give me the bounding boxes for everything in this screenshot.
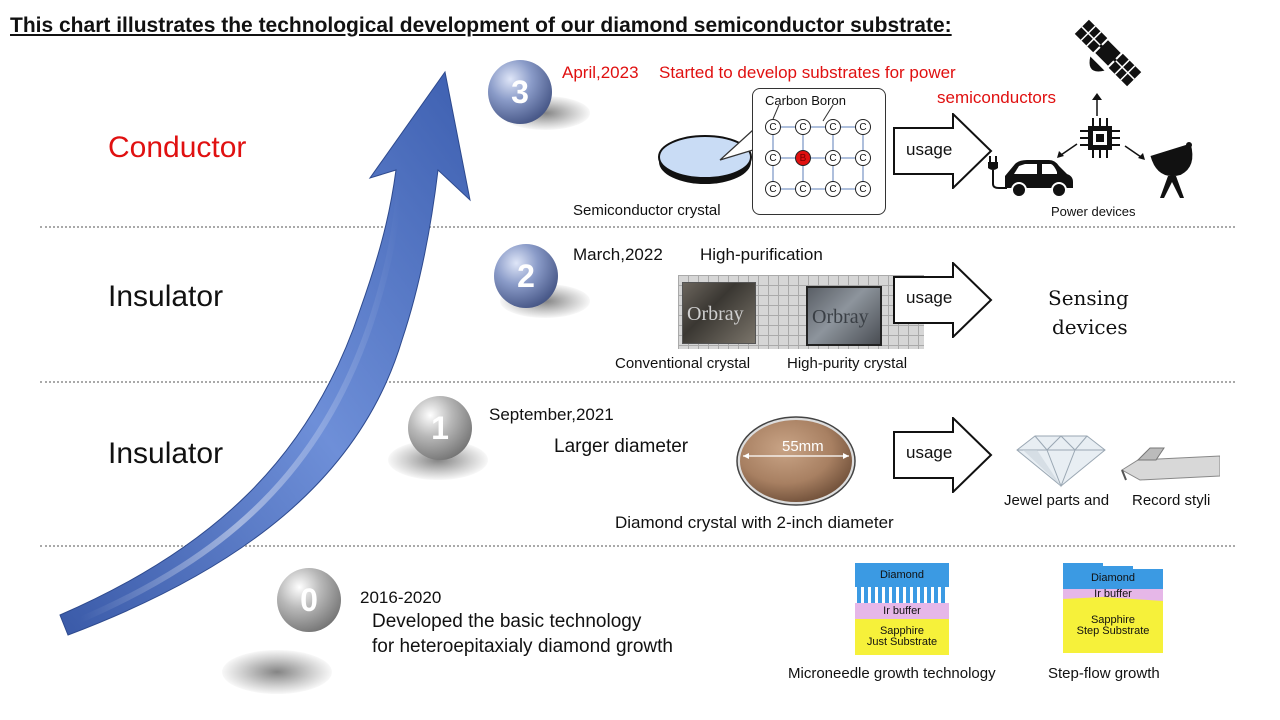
carbon-atom: C (795, 181, 811, 197)
microneedle-caption: Microneedle growth technology (788, 665, 996, 682)
divider-1-0 (40, 545, 1235, 547)
stage-1-label: Larger diameter (554, 436, 689, 457)
power-devices-caption: Power devices (1051, 204, 1136, 219)
stage-1-date: September,2021 (489, 405, 614, 424)
diamond-wafer-photo (736, 416, 856, 506)
usage-label-3: usage (906, 140, 953, 159)
carbon-atom: C (795, 119, 811, 135)
satellite-icon (1074, 19, 1142, 87)
step-flow-diagram: Diamond Ir buffer Sapphire Step Substrat… (1063, 563, 1163, 653)
arrow-left-icon (1057, 143, 1078, 158)
stage-3-desc-line2: semiconductors (937, 88, 1057, 107)
diamond-layer: Diamond (855, 563, 949, 587)
carbon-atom: C (765, 150, 781, 166)
level-conductor: Conductor (108, 131, 247, 164)
stage-0-desc-line2: for heteroepitaxialy diamond growth (372, 636, 674, 657)
sensing-line1: Sensing (1048, 286, 1129, 310)
sapphire-layer: Sapphire Just Substrate (855, 619, 949, 655)
usage-label-1: usage (906, 443, 953, 462)
carbon-atom: C (855, 150, 871, 166)
jewel-parts-caption: Jewel parts and (1004, 492, 1110, 509)
ir-buffer-layer: Ir buffer (1094, 587, 1132, 600)
ir-buffer-layer: Ir buffer (855, 603, 949, 619)
chip-icon (1080, 118, 1120, 158)
crystal-lattice: Carbon Boron C C C C C B C C C C C C (752, 88, 886, 215)
usage-arrow-3 (893, 113, 993, 189)
high-purity-crystal-caption: High-purity crystal (787, 355, 908, 372)
level-insulator-1: Insulator (108, 437, 224, 470)
conventional-crystal-photo: Orbray (682, 282, 756, 344)
sapphire-layer: Sapphire Step Substrate (1076, 614, 1150, 637)
lattice-label: Carbon Boron (765, 93, 846, 108)
page-title: This chart illustrates the technological… (10, 14, 952, 37)
carbon-atom: C (825, 119, 841, 135)
stage-2-date: March,2022 (573, 245, 663, 264)
stage-0-date: 2016-2020 (360, 588, 442, 607)
stage-1-caption: Diamond crystal with 2-inch diameter (615, 513, 894, 532)
divider-2-1 (40, 381, 1235, 383)
orbray-brand: Orbray (687, 303, 744, 325)
arrow-up-icon (1092, 93, 1102, 116)
usage-arrow-1 (893, 417, 993, 493)
microneedle-array (855, 587, 949, 603)
stage-2-sphere: 2 (494, 244, 558, 308)
stage-2-label: High-purification (700, 245, 823, 264)
step-flow-layers (1063, 563, 1163, 653)
sensing-line2: devices (1052, 315, 1128, 339)
usage-arrow-2 (893, 262, 993, 338)
record-stylus-image (1121, 447, 1220, 481)
conventional-crystal-caption: Conventional crystal (615, 355, 751, 372)
antenna-icon (1150, 142, 1193, 198)
step-flow-caption: Step-flow growth (1048, 665, 1160, 682)
semiconductor-crystal-caption: Semiconductor crystal (573, 202, 721, 219)
orbray-brand: Orbray (812, 306, 869, 328)
jewel-diamond-image (1016, 435, 1106, 488)
stage-3-date: April,2023 (562, 63, 639, 82)
level-insulator-2: Insulator (108, 280, 224, 313)
divider-3-2 (40, 226, 1235, 228)
carbon-atom: C (825, 150, 841, 166)
stage-0-sphere: 0 (277, 568, 341, 632)
car-icon (988, 156, 1073, 198)
progress-arrow (59, 70, 471, 636)
stage-0-desc-line1: Developed the basic technology (372, 611, 642, 632)
diamond-layer: Diamond (1090, 571, 1136, 584)
wafer-size-label: 55mm (782, 438, 824, 455)
high-purity-crystal-photo: Orbray (806, 286, 882, 346)
plug-icon (988, 156, 1007, 189)
carbon-atom: C (825, 181, 841, 197)
record-styli-caption: Record styli (1132, 492, 1211, 509)
stage-3-desc-line1: Started to develop substrates for power (659, 63, 956, 82)
stage-3-sphere: 3 (488, 60, 552, 124)
carbon-atom: C (855, 119, 871, 135)
stage-1-sphere: 1 (408, 396, 472, 460)
microneedle-diagram: Diamond Ir buffer Sapphire Just Substrat… (855, 563, 949, 655)
arrow-right-icon (1124, 145, 1145, 160)
usage-label-2: usage (906, 288, 953, 307)
carbon-atom: C (765, 181, 781, 197)
semiconductor-crystal-disk (658, 135, 752, 184)
carbon-atom: C (765, 119, 781, 135)
bubble-tail (719, 129, 754, 161)
boron-atom: B (795, 150, 811, 166)
sphere-shadow (222, 650, 332, 694)
carbon-atom: C (855, 181, 871, 197)
